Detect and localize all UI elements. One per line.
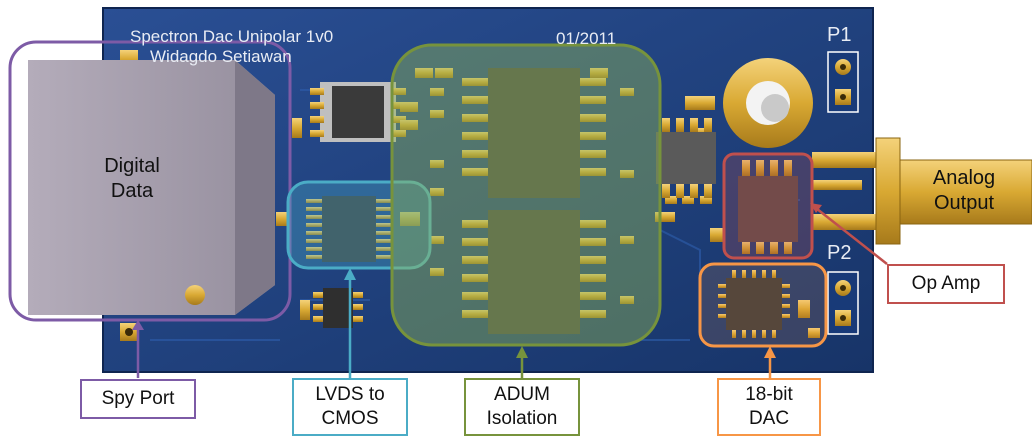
adum-label: ADUM Isolation (464, 378, 580, 436)
op-amp-leader (811, 204, 888, 265)
p2-label: P2 (827, 242, 852, 264)
sma-connector (812, 137, 1032, 245)
p1-label: P1 (827, 24, 852, 46)
soic-chip-bottom (313, 288, 363, 328)
soic-chip-top (310, 82, 406, 142)
lvds-chip (306, 196, 392, 262)
adum-region (390, 43, 662, 347)
op-amp-chip (738, 160, 798, 254)
lvds-label: LVDS to CMOS (292, 378, 408, 436)
passive-components (276, 68, 820, 338)
analog-output-label: Analog Output (932, 167, 996, 214)
spy-port-label: Spy Port (80, 379, 196, 419)
dac-label: 18-bit DAC (717, 378, 821, 436)
dac-chip (718, 270, 810, 338)
board-date: 01/2011 (556, 29, 617, 48)
op-amp-region (722, 152, 814, 260)
board-title: Spectron Dac Unipolar 1v0 (130, 27, 334, 46)
lvds-region (286, 180, 432, 270)
p2-header (827, 271, 859, 335)
digital-data-label: Digital Data (104, 155, 160, 202)
digital-data-region (8, 40, 292, 322)
p1-header (827, 51, 859, 113)
dac-region (698, 262, 828, 348)
soic-chip-right (656, 118, 716, 198)
op-amp-label: Op Amp (887, 264, 1005, 304)
mounting-hole (723, 58, 813, 148)
adum-chips (430, 68, 634, 334)
board-author: Widagdo Setiawan (150, 47, 292, 66)
digital-connector (28, 60, 275, 315)
